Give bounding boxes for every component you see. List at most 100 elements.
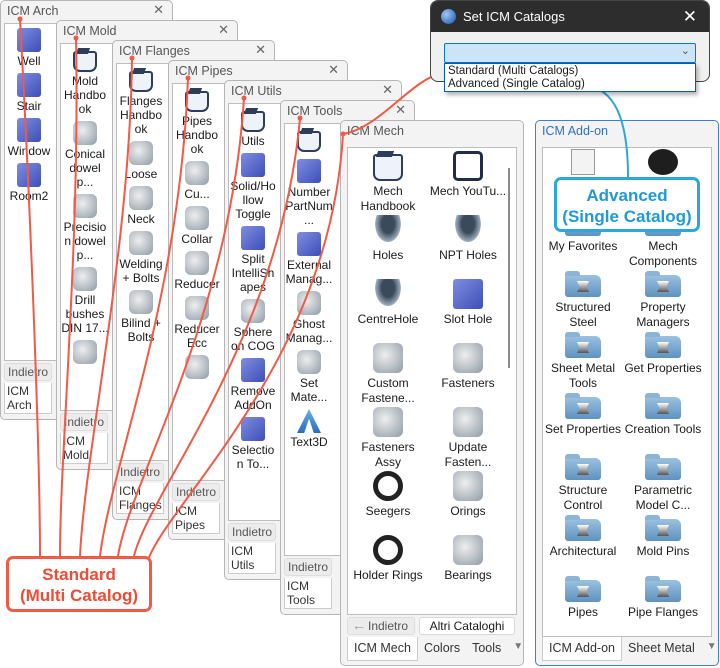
tab-icm-pipes[interactable]: ICM Pipes — [172, 503, 220, 534]
catalog-item[interactable]: Fasteners — [428, 343, 508, 407]
catalog-item[interactable]: Mold Handbook — [61, 48, 109, 116]
tabs-overflow-icon[interactable]: ▼ — [513, 641, 524, 652]
catalog-item[interactable]: Pipes — [543, 576, 623, 636]
more-catalogs-button[interactable]: Altri Cataloghi — [419, 617, 515, 635]
close-icon[interactable]: ✕ — [255, 42, 266, 57]
tab-icm-mech[interactable]: ICM Mech — [347, 637, 418, 661]
tab-icm-tools[interactable]: ICM Tools — [284, 578, 332, 609]
catalog-item[interactable]: Collar — [173, 206, 221, 246]
back-button[interactable]: Indietro — [228, 523, 276, 541]
catalog-item[interactable] — [173, 355, 221, 381]
catalog-item[interactable]: Orings — [428, 471, 508, 535]
catalog-item[interactable]: Stair — [5, 73, 53, 113]
catalog-item[interactable]: Loose — [117, 141, 165, 181]
tab-sheet-metal[interactable]: Sheet Metal — [628, 641, 695, 655]
catalog-item[interactable]: Set Mate... — [285, 350, 333, 404]
tabs-overflow-icon[interactable]: ▼ — [706, 641, 717, 652]
chevron-down-icon[interactable]: ⌄ — [680, 45, 690, 57]
catalog-item[interactable]: Update Fasten... — [428, 407, 508, 471]
catalog-item[interactable]: Number PartNum... — [285, 159, 333, 227]
catalog-item[interactable]: Well — [5, 28, 53, 68]
catalog-item[interactable]: Text3D — [285, 409, 333, 449]
catalog-item[interactable]: Structured Steel — [543, 271, 623, 332]
catalog-item[interactable]: Pipe Flanges — [623, 576, 703, 636]
back-button[interactable]: Indietro — [4, 363, 52, 381]
back-button[interactable]: Indietro — [60, 413, 108, 431]
catalog-item[interactable]: Flanges Handbook — [117, 68, 165, 136]
app-globe-icon — [441, 9, 456, 24]
catalog-item[interactable]: Remove AddOn — [229, 358, 277, 412]
tab-icm-utils[interactable]: ICM Utils — [228, 543, 276, 574]
option-advanced[interactable]: Advanced (Single Catalog) — [448, 78, 585, 90]
catalog-item[interactable]: Mech YouTu... — [428, 151, 508, 215]
close-icon[interactable]: ✕ — [395, 102, 406, 117]
catalog-item[interactable]: Drill bushes DIN 17... — [61, 267, 109, 335]
tab-icm-add-on[interactable]: ICM Add-on — [542, 637, 623, 661]
blue-icon — [241, 226, 265, 250]
back-button[interactable]: Indietro — [347, 617, 415, 635]
catalog-item[interactable] — [285, 128, 333, 154]
close-icon[interactable]: ✕ — [382, 82, 393, 97]
catalog-item[interactable]: Seegers — [348, 471, 428, 535]
close-icon[interactable]: ✕ — [328, 62, 339, 77]
catalog-item[interactable]: Sheet Metal Tools — [543, 332, 623, 393]
catalog-item[interactable]: Neck — [117, 186, 165, 226]
scrollbar[interactable] — [508, 168, 510, 368]
catalog-item[interactable]: External Manag... — [285, 232, 333, 286]
tab-icm-flanges[interactable]: ICM Flanges — [116, 483, 164, 514]
back-button[interactable]: Indietro — [284, 558, 332, 576]
catalog-item[interactable]: Creation Tools — [623, 393, 703, 454]
folder-icon — [645, 271, 681, 297]
catalog-item[interactable] — [623, 149, 703, 210]
catalog-item[interactable]: Welding + Bolts — [117, 231, 165, 285]
close-icon[interactable]: ✕ — [153, 2, 164, 17]
catalog-item[interactable]: Mech Handbook — [348, 151, 428, 215]
catalog-item[interactable]: Solid/Hollow Toggle — [229, 153, 277, 221]
close-icon[interactable]: ✕ — [218, 22, 229, 37]
catalog-item[interactable]: Holder Rings — [348, 535, 428, 599]
back-button[interactable]: Indietro — [172, 483, 220, 501]
back-button[interactable]: Indietro — [116, 463, 164, 481]
catalog-item[interactable]: Architectural — [543, 515, 623, 576]
catalog-item[interactable]: Window — [5, 118, 53, 158]
catalog-item[interactable]: Parametric Model C... — [623, 454, 703, 515]
catalog-item[interactable]: Reducer Ecc — [173, 296, 221, 350]
catalog-item[interactable]: Reducer — [173, 251, 221, 291]
panel-title: ICM Utils — [231, 84, 282, 98]
catalog-item[interactable] — [61, 340, 109, 366]
catalog-item[interactable]: Split IntelliShapes — [229, 226, 277, 294]
catalog-item[interactable]: Fasteners Assy — [348, 407, 428, 471]
catalog-item[interactable]: Sphere on COG — [229, 299, 277, 353]
tab-icm-mold[interactable]: ICM Mold — [60, 433, 108, 464]
catalog-item[interactable]: Room2 — [5, 163, 53, 203]
option-standard[interactable]: Standard (Multi Catalogs) — [448, 65, 579, 77]
catalog-item[interactable]: Cu... — [173, 161, 221, 201]
item-label: Structure Control — [558, 483, 608, 512]
catalog-item[interactable]: Get Properties — [623, 332, 703, 393]
catalog-item[interactable]: CentreHole — [348, 279, 428, 343]
catalog-mode-combo[interactable]: ⌄ — [444, 43, 696, 63]
catalog-item[interactable]: Bearings — [428, 535, 508, 599]
tab-tools[interactable]: Tools — [472, 641, 502, 655]
catalog-item[interactable]: NPT Holes — [428, 215, 508, 279]
catalog-item[interactable]: Selection To... — [229, 417, 277, 471]
panel-title: ICM Arch — [7, 4, 59, 18]
catalog-item[interactable]: Ghost Manag... — [285, 291, 333, 345]
catalog-item[interactable]: Conical dowel p... — [61, 121, 109, 189]
close-icon[interactable]: ✕ — [682, 7, 697, 26]
catalog-item[interactable]: Property Managers — [623, 271, 703, 332]
tab-colors[interactable]: Colors — [423, 641, 461, 655]
item-label: Window — [7, 144, 51, 158]
catalog-item[interactable]: Structure Control — [543, 454, 623, 515]
catalog-item[interactable]: Holes — [348, 215, 428, 279]
catalog-item[interactable]: Mold Pins — [623, 515, 703, 576]
catalog-item[interactable]: Pipes Handbook — [173, 88, 221, 156]
catalog-item[interactable]: Utils — [229, 108, 277, 148]
catalog-item[interactable]: Bilind + Bolts — [117, 290, 165, 344]
catalog-item[interactable]: Precision dowel p... — [61, 194, 109, 262]
catalog-item[interactable]: Custom Fastene... — [348, 343, 428, 407]
catalog-item[interactable]: Set Properties — [543, 393, 623, 454]
catalog-item[interactable]: Slot Hole — [428, 279, 508, 343]
tab-icm-arch[interactable]: ICM Arch — [4, 383, 52, 414]
